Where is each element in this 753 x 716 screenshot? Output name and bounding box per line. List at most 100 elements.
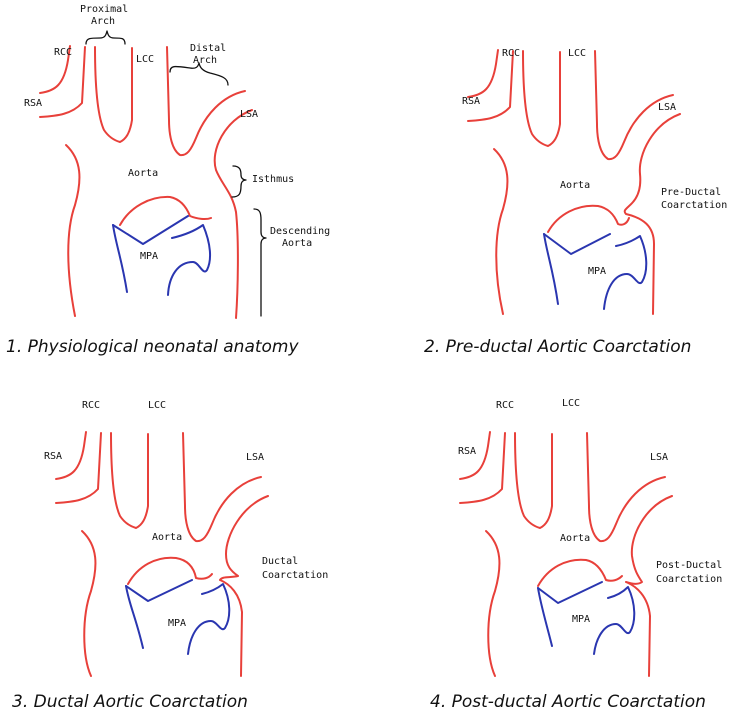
- rcc-lcc-gap-wall: [514, 432, 553, 529]
- caption-panel-3: 3. Ductal Aortic Coarctation: [12, 692, 248, 712]
- anatomy-labels: RSA RCC LCC LSA Aorta MPA Pre-Ductal Coa…: [462, 48, 727, 277]
- label-rsa: RSA: [44, 451, 62, 462]
- label-rcc: RCC: [502, 48, 520, 59]
- aorta-outer-wall: [485, 530, 501, 677]
- label-aorta: Aorta: [152, 532, 182, 543]
- aorta-vessel-walls: [459, 431, 673, 677]
- ductus-loop: [167, 224, 212, 296]
- mpa-vessel: [125, 579, 231, 655]
- rcc-lcc-gap-wall: [110, 432, 149, 529]
- label-lsa: LSA: [240, 109, 258, 120]
- rsa-lower-wall: [467, 50, 514, 122]
- mpa-vessel: [112, 215, 212, 296]
- label-rcc: RCC: [54, 47, 72, 58]
- rsa-lower-wall: [459, 432, 506, 504]
- label-aorta: Aorta: [560, 533, 590, 544]
- label-coarctation-line1: Pre-Ductal: [661, 187, 721, 198]
- label-lcc: LCC: [562, 398, 580, 409]
- label-descending-aorta-line2: Aorta: [282, 238, 312, 249]
- label-rsa: RSA: [458, 446, 476, 457]
- aorta-inner-wall-coarctation: [623, 113, 681, 315]
- panel-postductal: RSA RCC LCC LSA Aorta MPA Post-Ductal Co…: [430, 398, 722, 712]
- label-mpa: MPA: [140, 251, 158, 262]
- panel-physiological: RSA RCC LCC LSA Aorta MPA Proximal Arch …: [6, 4, 330, 357]
- label-mpa: MPA: [588, 266, 606, 277]
- aorta-vessel-walls: [55, 431, 269, 677]
- label-lsa: LSA: [650, 452, 668, 463]
- arch-underside: [547, 204, 630, 233]
- distal-arch-bracket: [169, 62, 229, 86]
- caption-panel-2: 2. Pre-ductal Aortic Coarctation: [424, 337, 691, 357]
- label-coarctation-line2: Coarctation: [262, 570, 328, 581]
- label-aorta: Aorta: [560, 180, 590, 191]
- mpa-valve-line: [537, 581, 603, 604]
- label-distal-arch-line2: Arch: [193, 55, 217, 66]
- label-rsa: RSA: [462, 96, 480, 107]
- panel-preductal: RSA RCC LCC LSA Aorta MPA Pre-Ductal Coa…: [424, 48, 727, 357]
- region-brackets: [85, 30, 267, 317]
- aorta-outer-wall: [81, 530, 97, 677]
- rcc-lcc-gap-wall: [94, 46, 133, 143]
- anatomy-labels: RSA RCC LCC LSA Aorta MPA Ductal Coarcta…: [44, 400, 328, 629]
- isthmus-bracket: [231, 165, 247, 198]
- aorta-inner-wall-coarctation: [219, 495, 269, 677]
- label-rcc: RCC: [82, 400, 100, 411]
- mpa-vessel: [543, 233, 648, 310]
- arch-underside: [119, 195, 212, 226]
- aorta-vessel-walls: [39, 45, 253, 319]
- aorta-inner-wall-coarctation: [625, 495, 673, 677]
- label-coarctation-line2: Coarctation: [656, 574, 722, 585]
- rsa-upper-wall: [55, 431, 87, 480]
- anatomy-labels: RSA RCC LCC LSA Aorta MPA Post-Ductal Co…: [458, 398, 722, 625]
- rsa-lower-wall: [55, 432, 102, 504]
- aorta-outer-wall: [493, 148, 509, 315]
- label-proximal-arch-line2: Arch: [91, 16, 115, 27]
- label-rsa: RSA: [24, 98, 42, 109]
- label-lcc: LCC: [568, 48, 586, 59]
- rcc-lcc-gap-wall: [522, 50, 561, 147]
- lcc-lsa-gap-wall: [586, 432, 666, 543]
- label-proximal-arch-line1: Proximal: [80, 4, 128, 15]
- ductus-loop: [187, 583, 231, 655]
- label-lcc: LCC: [148, 400, 166, 411]
- mpa-left-wall: [543, 233, 559, 305]
- arch-underside: [537, 558, 623, 587]
- mpa-left-wall: [125, 585, 144, 649]
- label-descending-aorta-line1: Descending: [270, 226, 330, 237]
- mpa-valve-line: [125, 579, 193, 602]
- label-distal-arch-line1: Distal: [190, 43, 226, 54]
- caption-panel-4: 4. Post-ductal Aortic Coarctation: [430, 692, 706, 712]
- label-coarctation-line2: Coarctation: [661, 200, 727, 211]
- caption-panel-1: 1. Physiological neonatal anatomy: [6, 337, 299, 357]
- mpa-left-wall: [112, 224, 128, 293]
- label-coarctation-line1: Ductal: [262, 556, 298, 567]
- label-isthmus: Isthmus: [252, 174, 294, 185]
- label-lcc: LCC: [136, 54, 154, 65]
- aorta-outer-wall: [65, 144, 81, 317]
- aorta-inner-wall-descending: [213, 109, 253, 319]
- label-mpa: MPA: [572, 614, 590, 625]
- mpa-valve-line: [112, 215, 189, 245]
- label-coarctation-line1: Post-Ductal: [656, 560, 722, 571]
- lcc-lsa-gap-wall: [594, 50, 674, 161]
- mpa-valve-line: [543, 233, 611, 255]
- label-aorta: Aorta: [128, 168, 158, 179]
- rsa-upper-wall: [467, 49, 499, 98]
- descending-aorta-bracket: [253, 208, 267, 317]
- lcc-lsa-gap-wall: [182, 432, 262, 543]
- proximal-arch-bracket: [85, 30, 126, 45]
- lcc-lsa-gap-wall: [166, 46, 246, 157]
- ductus-loop: [603, 235, 648, 310]
- label-mpa: MPA: [168, 618, 186, 629]
- label-lsa: LSA: [246, 452, 264, 463]
- mpa-left-wall: [537, 587, 553, 647]
- label-rcc: RCC: [496, 400, 514, 411]
- rsa-upper-wall: [459, 431, 491, 480]
- mpa-vessel: [537, 581, 636, 655]
- aorta-vessel-walls: [467, 49, 681, 315]
- arch-underside: [127, 556, 213, 585]
- rsa-lower-wall: [39, 46, 86, 118]
- label-lsa: LSA: [658, 102, 676, 113]
- anatomy-labels: RSA RCC LCC LSA Aorta MPA Proximal Arch …: [24, 4, 330, 262]
